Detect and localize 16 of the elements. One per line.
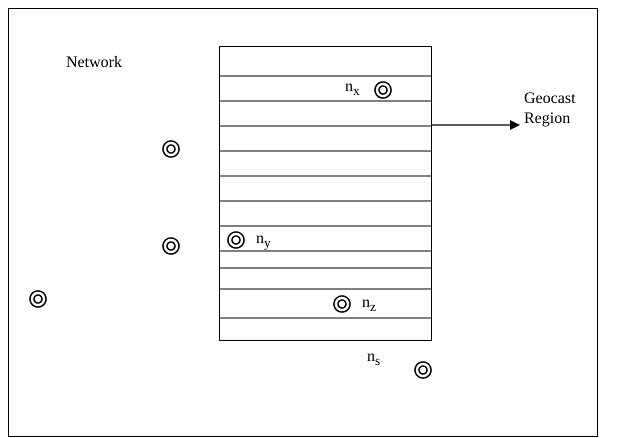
node-label: n$_{z}$: [362, 294, 376, 316]
sensor-node-icon: [373, 80, 393, 100]
area-title: Network: [66, 54, 122, 72]
sensor-node-icon: [161, 236, 181, 256]
sensor-node-icon: [413, 360, 433, 380]
node-label: n$_{x}$: [345, 78, 360, 100]
node-label: n$_{y}$: [256, 230, 271, 252]
geocast-region-box: [219, 46, 432, 341]
network-area: [8, 8, 598, 437]
sensor-node-icon: [226, 230, 246, 250]
arrow: [431, 120, 520, 130]
node-label: n$_{s}$: [367, 348, 380, 370]
region-label: Geocast Region: [524, 89, 614, 129]
sensor-node-icon: [332, 294, 352, 314]
sensor-node-icon: [161, 139, 181, 159]
sensor-node-icon: [28, 289, 48, 309]
